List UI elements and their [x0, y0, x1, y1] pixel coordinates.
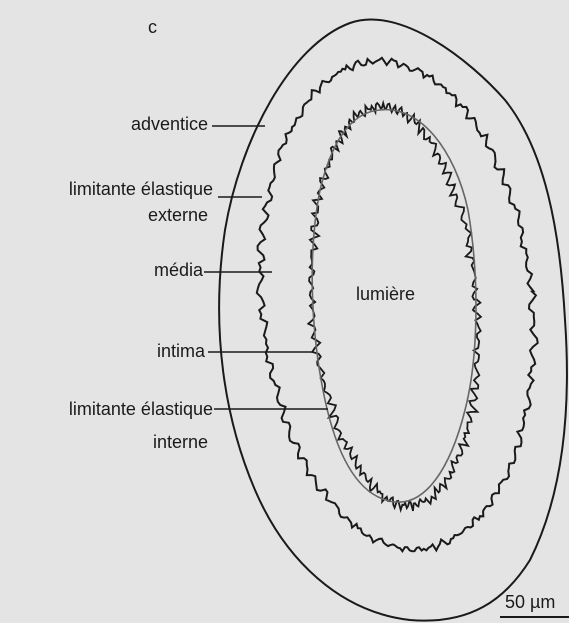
label-lee-line1: limitante élastique — [69, 180, 213, 198]
label-lumen: lumière — [356, 285, 415, 303]
external-elastic-lamina — [257, 58, 538, 551]
label-intima: intima — [157, 342, 205, 360]
panel-letter: c — [148, 18, 157, 36]
label-lei-line1: limitante élastique — [69, 400, 213, 418]
intima-outline — [312, 110, 476, 503]
label-lei-line2: interne — [153, 433, 208, 451]
label-adventice: adventice — [131, 115, 208, 133]
scale-bar-label: 50 µm — [505, 593, 555, 611]
label-lee-line2: externe — [148, 206, 208, 224]
label-media: média — [154, 261, 203, 279]
internal-elastic-lamina — [308, 103, 481, 511]
